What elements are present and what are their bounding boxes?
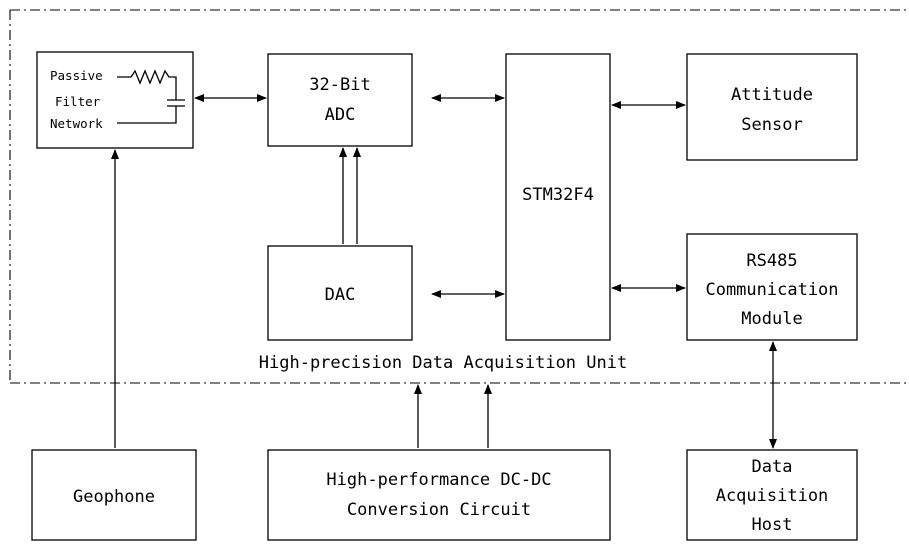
resistor-icon	[117, 69, 177, 100]
dcdc-block: High-performance DC-DC Conversion Circui…	[267, 449, 611, 541]
adc-label-line2: ADC	[325, 105, 356, 125]
rs485-label-line2: Communication	[705, 280, 838, 300]
geophone-label: Geophone	[73, 487, 155, 507]
connectors	[111, 94, 777, 449]
rs485-label-line1: RS485	[746, 251, 797, 271]
dac-block: DAC	[267, 245, 413, 341]
mcu-block: STM32F4	[505, 53, 611, 341]
mcu-label: STM32F4	[522, 185, 594, 205]
geophone-block: Geophone	[31, 449, 197, 541]
filter-label-line1: Passive	[50, 68, 103, 83]
filter-label-line3: Network	[50, 116, 103, 131]
acquisition-unit-boundary	[9, 9, 909, 384]
unit-label: High-precision Data Acquisition Unit	[259, 353, 627, 373]
adc-label-line1: 32-Bit	[309, 75, 370, 95]
dac-label: DAC	[325, 285, 356, 305]
attitude-label-line2: Sensor	[741, 115, 802, 135]
rs485-label-line3: Module	[741, 309, 802, 329]
passive-filter-block: Passive Filter Network	[36, 51, 194, 149]
host-label-line1: Data	[752, 457, 793, 477]
adc-block: 32-Bit ADC	[267, 53, 413, 147]
rs485-block: RS485 Communication Module	[686, 233, 858, 341]
filter-label-line2: Filter	[55, 94, 101, 109]
host-label-line3: Host	[752, 515, 793, 535]
attitude-label-line1: Attitude	[731, 85, 813, 105]
host-block: Data Acquisition Host	[686, 449, 858, 541]
attitude-sensor-block: Attitude Sensor	[686, 53, 858, 161]
host-label-line2: Acquisition	[716, 486, 829, 506]
capacitor-icon	[117, 99, 185, 124]
dcdc-label-line2: Conversion Circuit	[347, 500, 531, 520]
dcdc-label-line1: High-performance DC-DC	[326, 470, 551, 490]
